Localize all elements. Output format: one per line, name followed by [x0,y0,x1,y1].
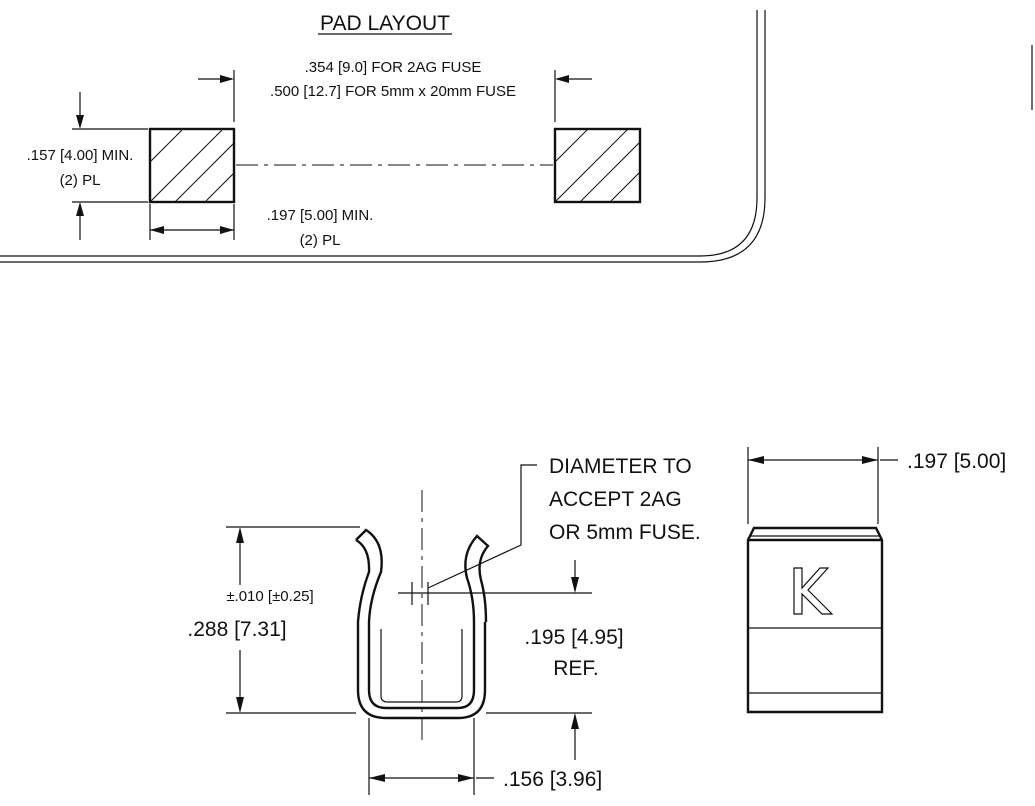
pad-width-qty: (2) PL [300,232,341,249]
fuse-clip-view: DIAMETER TO ACCEPT 2AG OR 5mm FUSE. ±.01… [187,455,701,795]
clip-height-tolerance: ±.010 [±0.25] [226,588,313,605]
side-width-value: .197 [5.00] [907,450,1006,473]
side-width-arrow-left [748,456,764,464]
k-logo-icon [793,567,834,615]
width-arrow-right [220,226,234,234]
pad-right-hatch [555,129,640,202]
diameter-note-line2: ACCEPT 2AG [549,488,682,511]
width-arrow-left [150,226,164,234]
clip-height-value: .288 [7.31] [187,618,286,641]
clip-height-arrow-top [236,527,244,543]
side-body-outline [746,526,884,714]
pad-layout-title: PAD LAYOUT [320,12,450,35]
diameter-note-line1: DIAMETER TO [549,455,692,478]
base-arrow-right [458,774,474,782]
pad-left [148,127,236,204]
pad-height-min: .157 [4.00] MIN. [27,147,134,164]
clip-outline-outer [355,528,490,710]
k-logo: K [0,0,834,615]
base-width-value: .156 [3.96] [503,768,602,791]
pad-layout-section: PAD LAYOUT .354 [9.0] FOR 2AG FUSE .500 … [0,10,1033,263]
pad-height-qty: (2) PL [60,172,101,189]
frame-border-outer [0,10,766,263]
spacing-arrow-right [555,75,569,83]
pad-right [553,127,642,204]
ref-arrow-bottom [571,713,579,729]
ref-dimension-label: REF. [553,657,599,680]
pad-spacing-5mm: .500 [12.7] FOR 5mm x 20mm FUSE [270,83,516,100]
ref-dimension-value: .195 [4.95] [524,626,623,649]
height-arrow-top [76,115,84,129]
side-view: K .197 [5.00] [0,0,1006,714]
spacing-arrow-left [220,75,234,83]
pad-left-hatch [150,129,234,202]
clip-outline-inner [355,538,487,720]
k-logo-letter: K [0,0,1,1]
pad-width-min: .197 [5.00] MIN. [267,207,374,224]
diameter-note-line3: OR 5mm FUSE. [549,521,701,544]
clip-height-arrow-bottom [236,697,244,713]
ref-arrow-top [571,577,579,593]
base-arrow-left [369,774,385,782]
frame-border-inner [0,10,758,257]
side-width-arrow-right [862,456,878,464]
height-arrow-bottom [76,202,84,216]
diameter-leader [427,464,537,589]
pad-spacing-2ag: .354 [9.0] FOR 2AG FUSE [305,59,482,76]
